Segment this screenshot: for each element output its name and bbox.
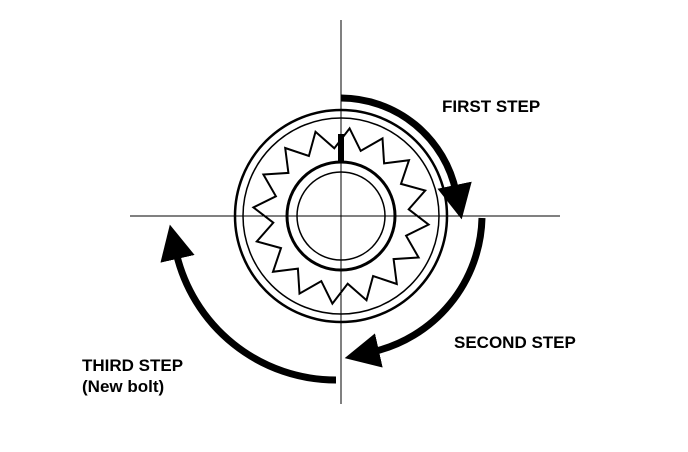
second-step-label: SECOND STEP xyxy=(454,333,576,352)
third-step-label: THIRD STEP xyxy=(82,356,183,375)
bolt-shank-inner xyxy=(296,171,386,261)
bolt-head-serrated xyxy=(251,126,431,306)
second-step-arrow xyxy=(344,217,486,368)
third-step-arrow xyxy=(160,224,337,384)
first-step-arrow xyxy=(340,94,472,220)
third-step-note: (New bolt) xyxy=(82,377,164,396)
first-step-label: FIRST STEP xyxy=(442,97,540,116)
